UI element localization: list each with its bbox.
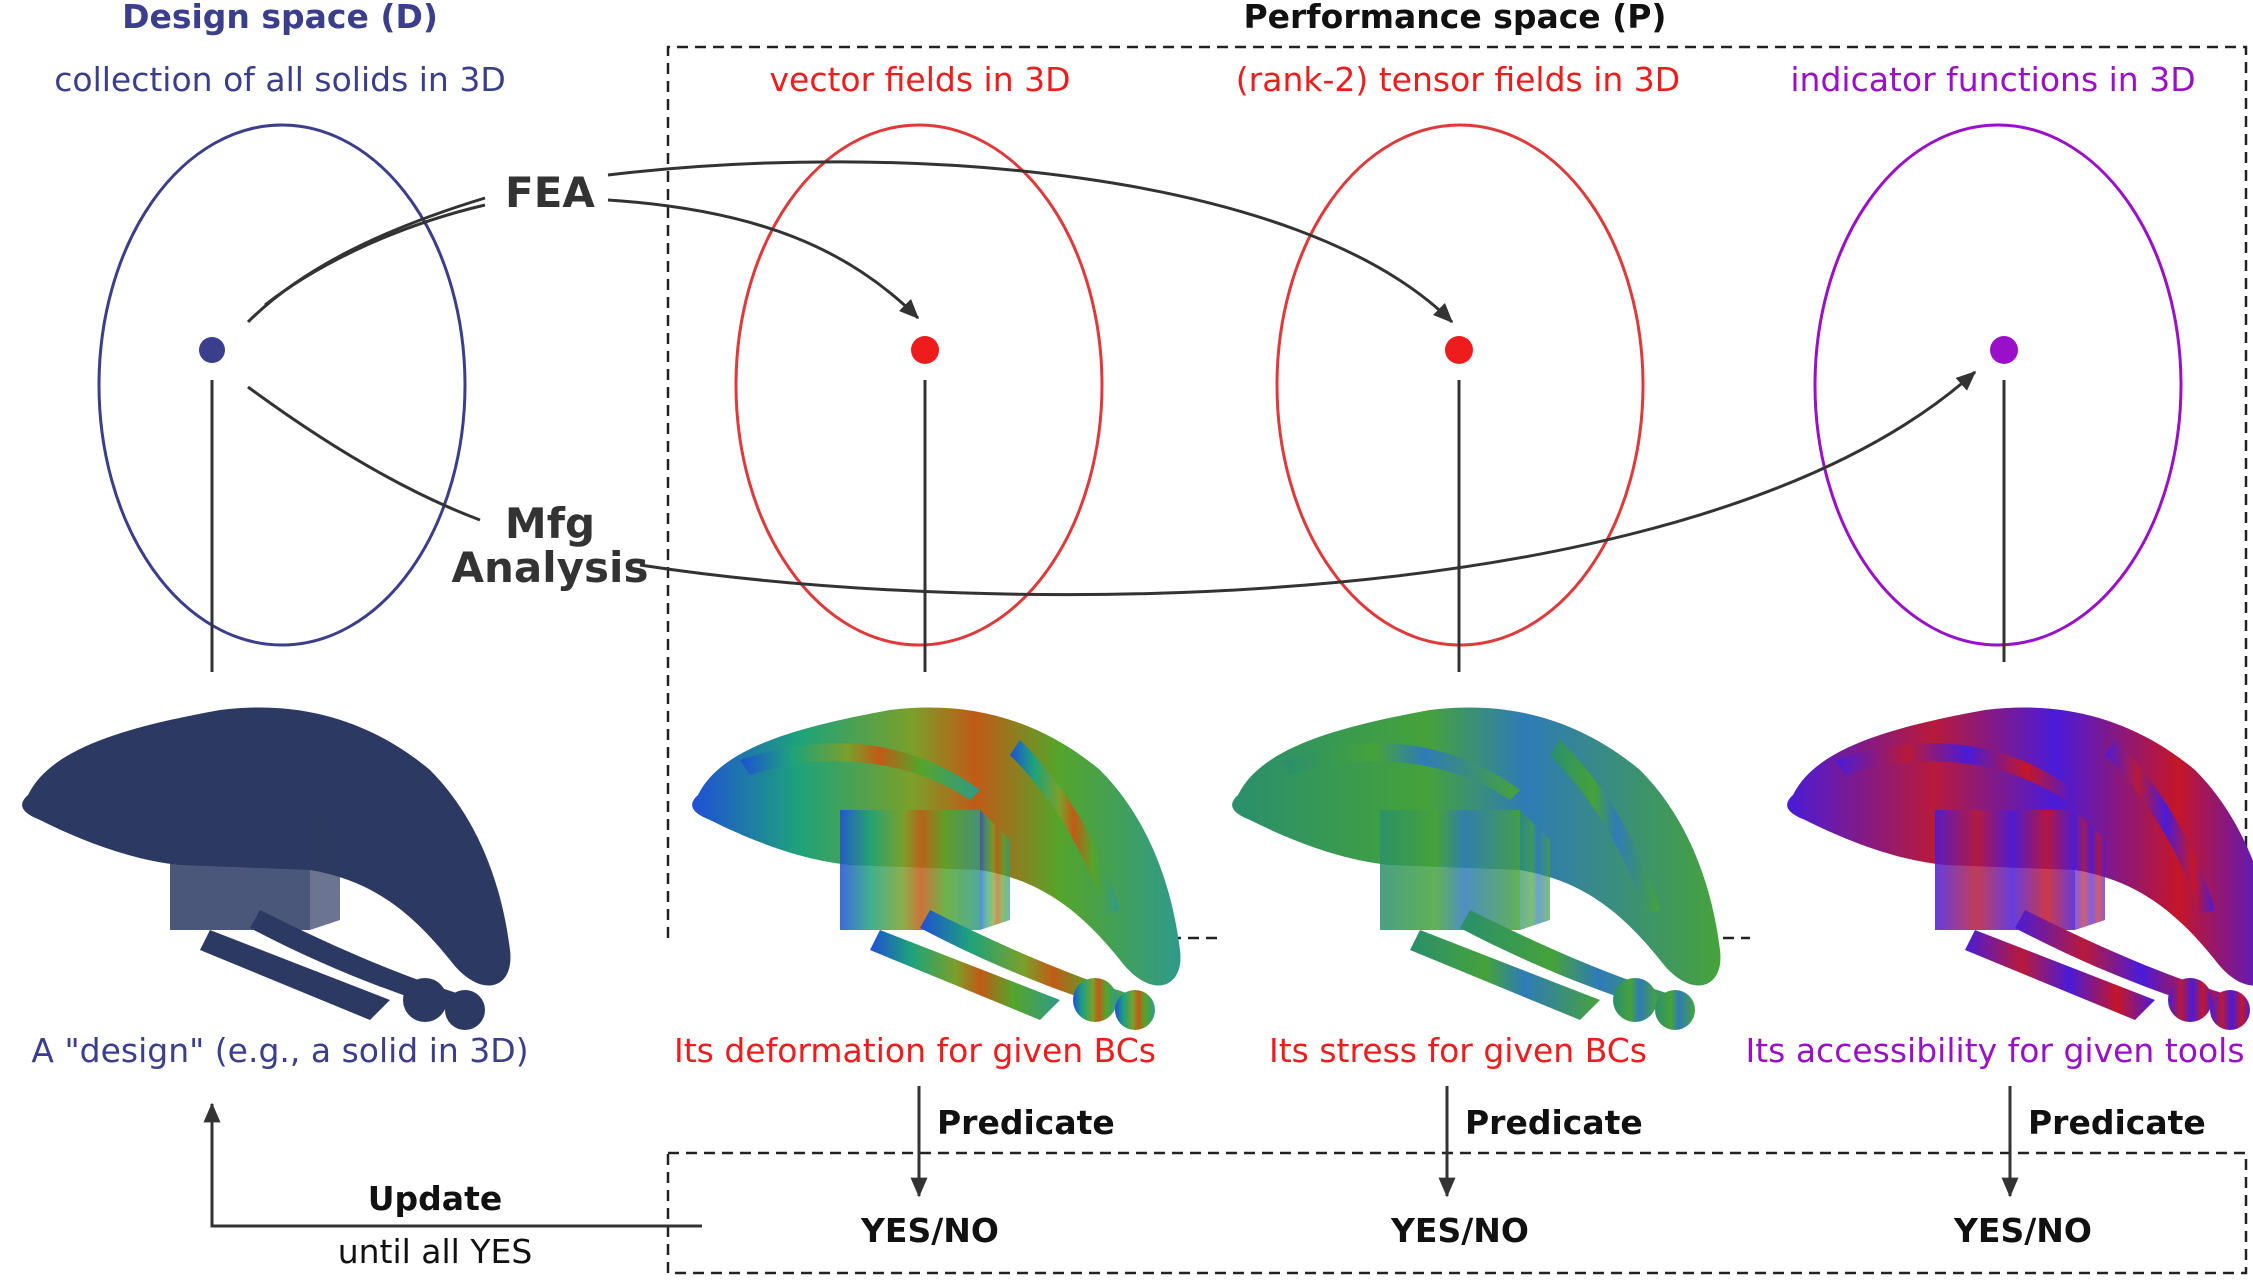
bracket-deformation-icon [692, 707, 1181, 1030]
performance-space-title: Performance space (P) [1243, 0, 1666, 36]
predicate-label-deformation: Predicate [937, 1103, 1115, 1142]
update-label: Update [368, 1179, 502, 1218]
update-sublabel: until all YES [338, 1232, 533, 1271]
mfg-label-line2: Analysis [452, 543, 649, 592]
bracket-stress-icon [1232, 707, 1721, 1030]
design-space-title: Design space (D) [122, 0, 438, 36]
fea-label: FEA [505, 168, 595, 217]
performance-space-frame [666, 45, 2248, 938]
fea-curve-from-design [246, 196, 486, 324]
design-space-subtitle: collection of all solids in 3D [54, 60, 506, 99]
predicate-label-stress: Predicate [1465, 1103, 1643, 1142]
result-deformation: YES/NO [860, 1211, 999, 1250]
fea-arrow-to-stress [607, 160, 1454, 324]
predicate-box [666, 1151, 2248, 1275]
vector-fields-subtitle: vector fields in 3D [769, 60, 1070, 99]
tensor-fields-subtitle: (rank-2) tensor fields in 3D [1236, 60, 1680, 99]
stress-point [1445, 336, 1473, 364]
mfg-label-line1: Mfg [505, 499, 595, 548]
stress-caption: Its stress for given BCs [1269, 1031, 1647, 1070]
bracket-accessibility-icon [1787, 707, 2253, 1030]
mfg-curve-from-design [247, 385, 481, 522]
result-accessibility: YES/NO [1953, 1211, 2092, 1250]
mfg-arrow-to-accessibility [639, 370, 1977, 597]
deformation-point [911, 336, 939, 364]
update-feedback-arrow [203, 1102, 702, 1228]
fea-curve-from-design-2 [264, 203, 486, 307]
fea-arrow-to-deformation [607, 198, 920, 320]
deformation-caption: Its deformation for given BCs [674, 1031, 1156, 1070]
bracket-solid-icon [22, 707, 511, 1030]
design-caption: A "design" (e.g., a solid in 3D) [31, 1031, 528, 1070]
accessibility-point [1990, 336, 2018, 364]
indicator-space-ellipse [1813, 123, 2183, 647]
design-space-ellipse [97, 123, 467, 647]
predicate-label-accessibility: Predicate [2028, 1103, 2206, 1142]
accessibility-caption: Its accessibility for given tools [1745, 1031, 2244, 1070]
design-point [199, 337, 225, 363]
result-stress: YES/NO [1390, 1211, 1529, 1250]
indicator-functions-subtitle: indicator functions in 3D [1790, 60, 2195, 99]
vector-space-ellipse [734, 123, 1104, 647]
